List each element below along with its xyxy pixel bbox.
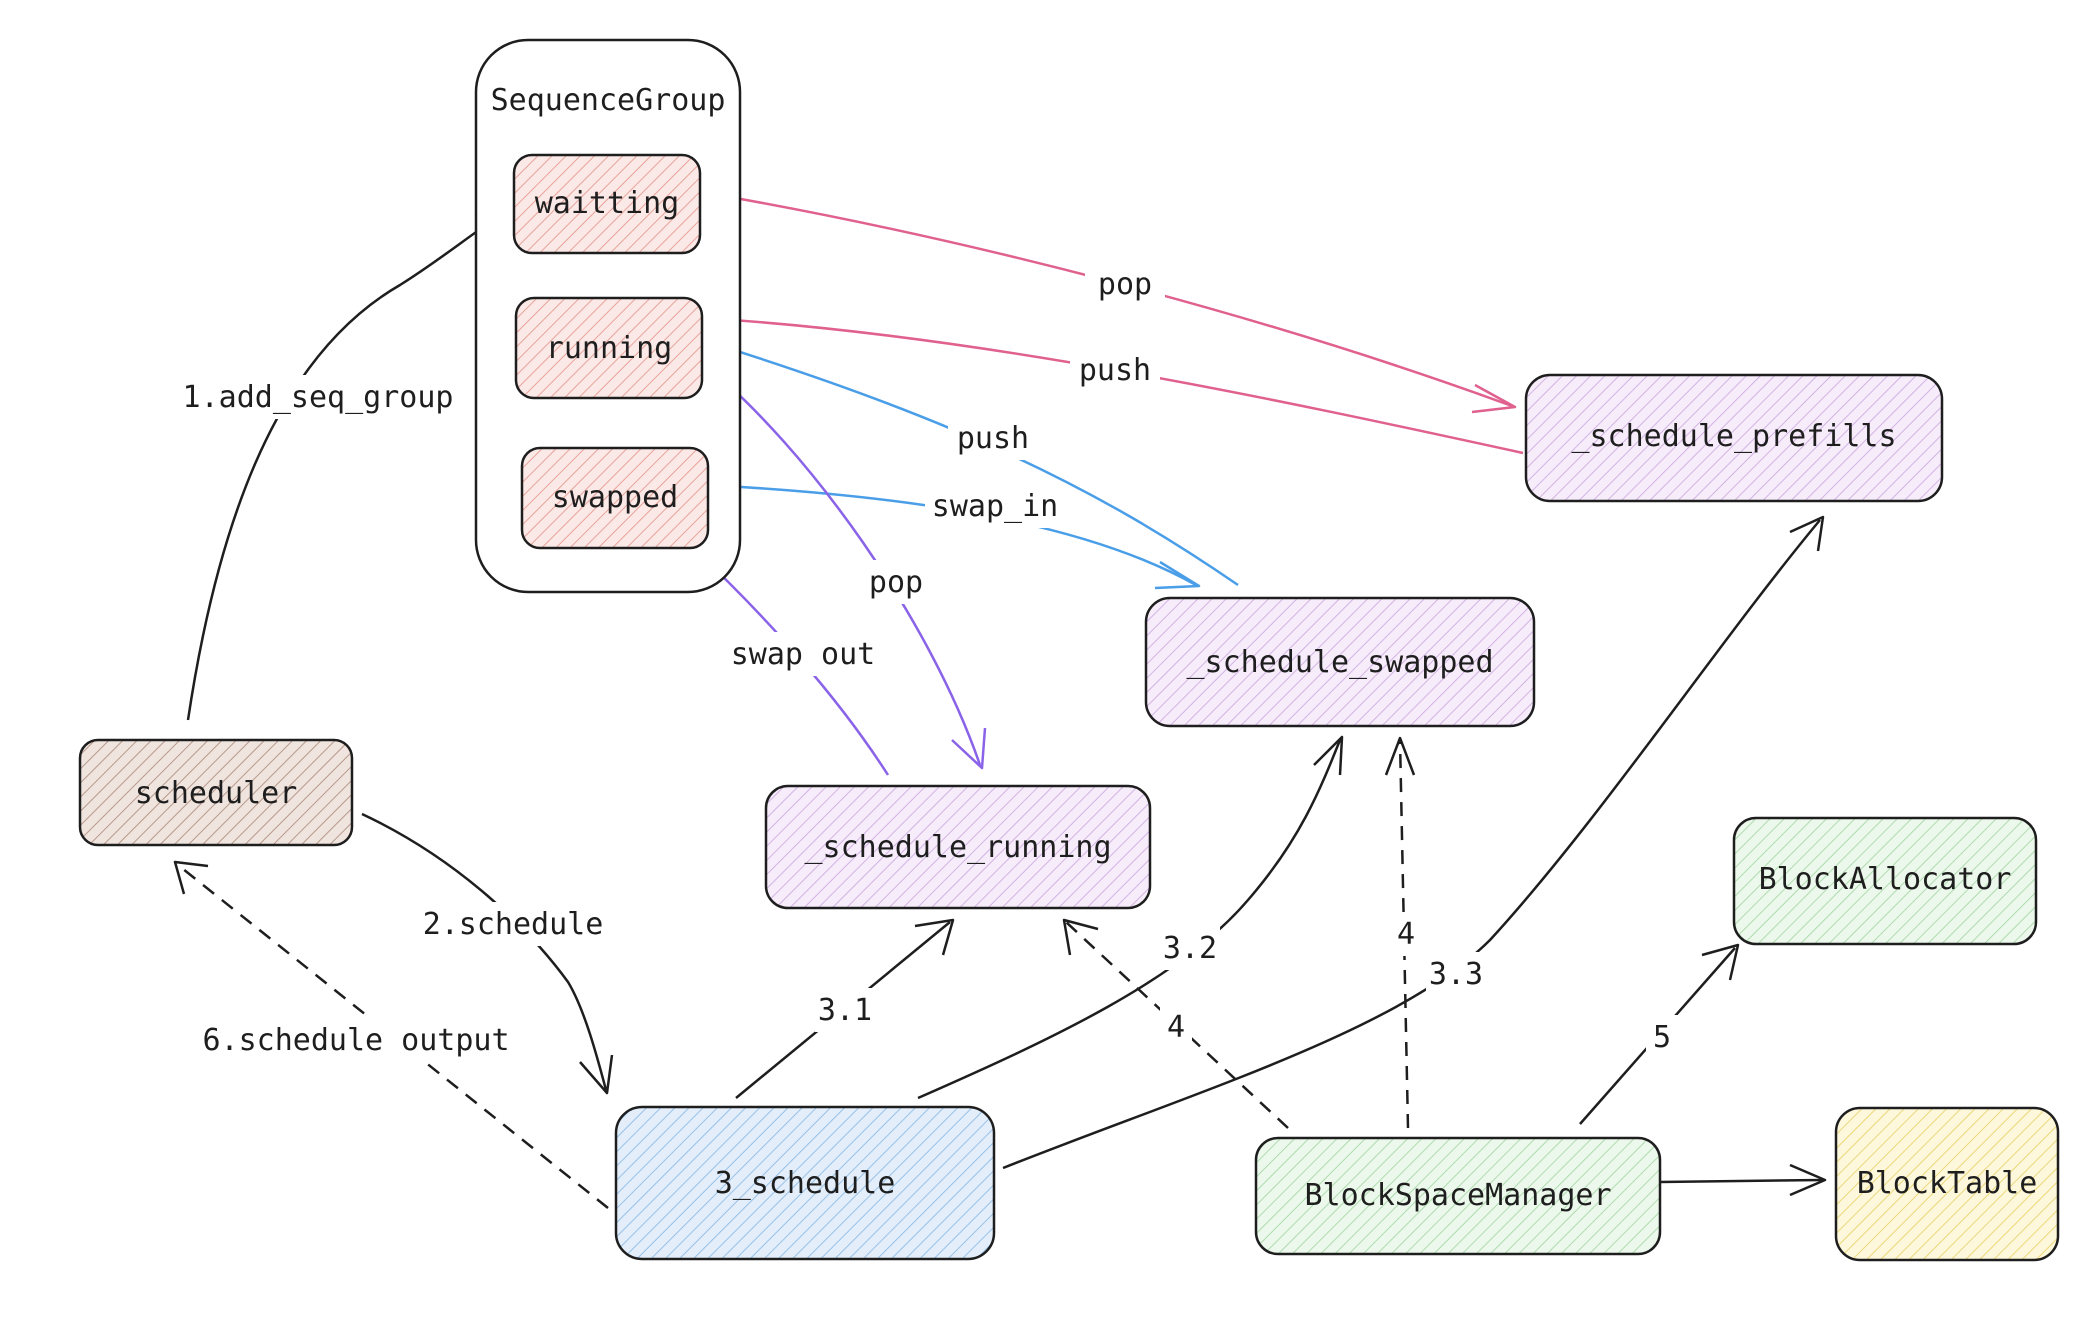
- label-swap-in: swap_in: [932, 489, 1058, 524]
- node-block-space-manager-label: BlockSpaceManager: [1304, 1178, 1611, 1213]
- edge-block-table: [1659, 1163, 1827, 1197]
- node-block-allocator[interactable]: BlockAllocator: [1732, 816, 2038, 946]
- node-schedule-prefills[interactable]: _schedule_prefills: [1524, 373, 1944, 503]
- label-step-3-1: 3.1: [818, 993, 872, 1028]
- node-block-table-label: BlockTable: [1857, 1166, 2038, 1201]
- label-step-3-2: 3.2: [1163, 931, 1217, 966]
- queue-waitting-label: waitting: [535, 186, 680, 221]
- node-schedule-running[interactable]: _schedule_running: [764, 784, 1152, 910]
- label-step-3-3: 3.3: [1429, 957, 1483, 992]
- node-schedule-swapped[interactable]: _schedule_swapped: [1144, 596, 1536, 728]
- queue-swapped[interactable]: swapped: [520, 446, 710, 550]
- label-step-5: 5: [1653, 1020, 1671, 1055]
- label-push-swapped: push: [957, 421, 1029, 456]
- label-schedule: 2.schedule: [423, 907, 604, 942]
- node-3-schedule-label: 3_schedule: [715, 1166, 896, 1201]
- queue-waitting[interactable]: waitting: [512, 153, 702, 255]
- edge-schedule: [361, 812, 614, 1095]
- edge-labels: 1.add_seq_group 2.schedule 6.schedule ou…: [183, 262, 1678, 1062]
- label-step-4-swapped: 4: [1397, 917, 1415, 952]
- label-step-4-running: 4: [1167, 1010, 1185, 1045]
- label-add-seq-group: 1.add_seq_group: [183, 380, 454, 415]
- label-push-prefills: push: [1079, 353, 1151, 388]
- edge-step-3-2: [917, 735, 1344, 1100]
- node-3-schedule[interactable]: 3_schedule: [614, 1105, 996, 1261]
- node-schedule-swapped-label: _schedule_swapped: [1186, 645, 1493, 680]
- node-scheduler[interactable]: scheduler: [78, 738, 354, 847]
- queue-running[interactable]: running: [514, 296, 704, 400]
- edge-add-seq-group: [186, 207, 510, 721]
- label-pop-waiting: pop: [1098, 267, 1152, 302]
- node-block-table[interactable]: BlockTable: [1834, 1106, 2060, 1262]
- label-schedule-output: 6.schedule output: [202, 1023, 509, 1058]
- label-pop-running: pop: [869, 565, 923, 600]
- node-scheduler-label: scheduler: [135, 776, 298, 811]
- label-swap-out: swap out: [731, 637, 876, 672]
- sequence-group-title: SequenceGroup: [491, 83, 726, 118]
- node-block-space-manager[interactable]: BlockSpaceManager: [1254, 1136, 1662, 1256]
- queue-swapped-label: swapped: [552, 480, 678, 515]
- edge-pop-running: [701, 361, 987, 770]
- edge-step-3-3: [1002, 515, 1825, 1170]
- queue-running-label: running: [546, 331, 672, 366]
- node-block-allocator-label: BlockAllocator: [1759, 862, 2012, 897]
- node-schedule-running-label: _schedule_running: [804, 830, 1111, 865]
- node-schedule-prefills-label: _schedule_prefills: [1571, 419, 1896, 454]
